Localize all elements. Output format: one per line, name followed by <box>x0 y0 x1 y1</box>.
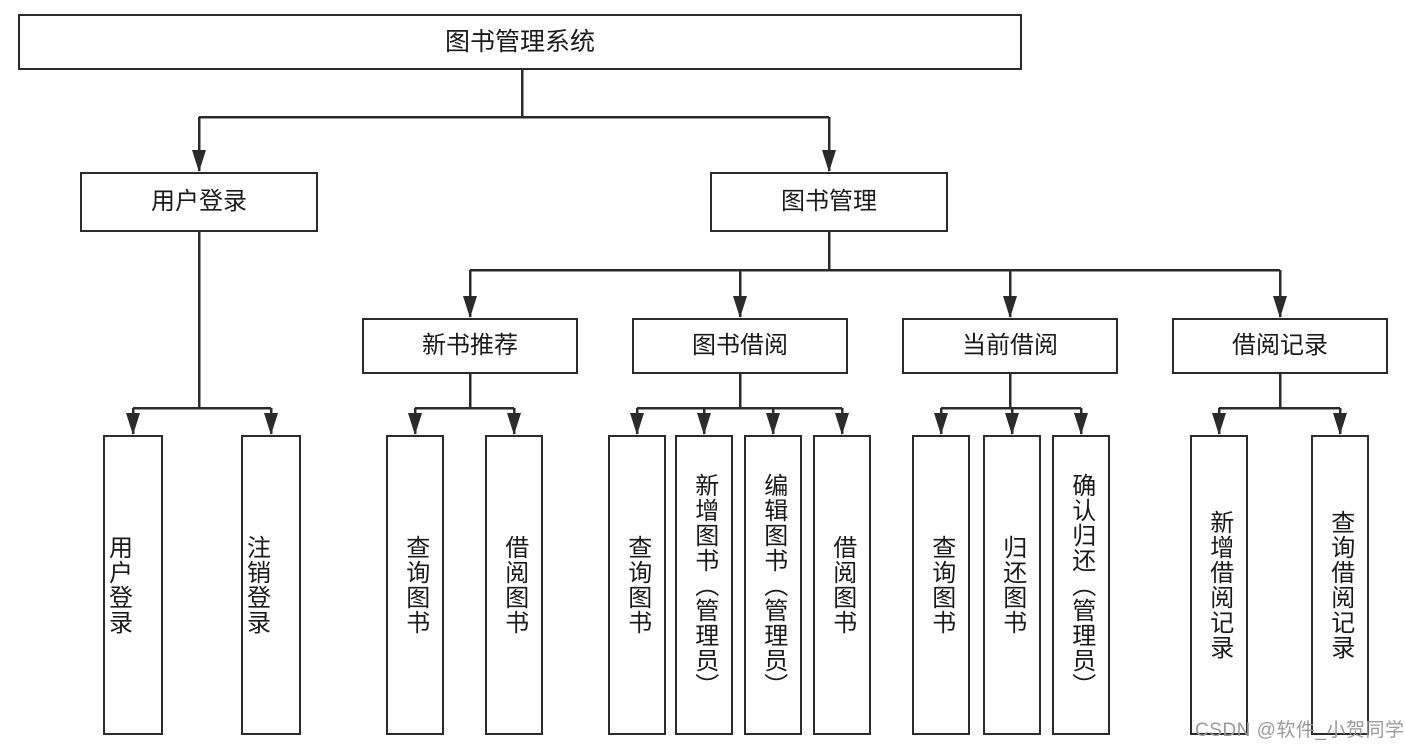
node-leaf-query-book-2[interactable]: 查询图书 <box>608 435 666 735</box>
node-label: 借阅图书 <box>828 535 856 635</box>
node-root[interactable]: 图书管理系统 <box>18 14 1022 70</box>
node-label: 注销登录 <box>242 535 270 635</box>
node-leaf-query-book-3[interactable]: 查询图书 <box>912 435 970 735</box>
node-current-borrow[interactable]: 当前借阅 <box>902 318 1118 374</box>
node-book-borrow[interactable]: 图书借阅 <box>632 318 848 374</box>
node-leaf-edit-book[interactable]: 编辑图书（管理员） <box>744 435 802 735</box>
node-leaf-add-book[interactable]: 新增图书（管理员） <box>675 435 733 735</box>
node-user-login[interactable]: 用户登录 <box>80 172 318 232</box>
node-leaf-borrow-book-1[interactable]: 借阅图书 <box>485 435 543 735</box>
node-book-manage[interactable]: 图书管理 <box>710 172 948 232</box>
node-leaf-add-record[interactable]: 新增借阅记录 <box>1190 435 1248 735</box>
node-new-book-recommend[interactable]: 新书推荐 <box>362 318 578 374</box>
node-label: 借阅记录 <box>1232 332 1328 360</box>
node-label: 新增借阅记录 <box>1205 510 1233 660</box>
node-leaf-borrow-book-2[interactable]: 借阅图书 <box>813 435 871 735</box>
node-label: 归还图书 <box>998 535 1026 635</box>
node-label: 用户登录 <box>151 188 247 216</box>
node-label: 图书管理系统 <box>444 27 595 56</box>
node-label: 确认归还（管理员） <box>1067 472 1095 698</box>
node-label: 查询借阅记录 <box>1326 510 1354 660</box>
node-leaf-query-book-1[interactable]: 查询图书 <box>386 435 444 735</box>
node-label: 图书借阅 <box>692 332 788 360</box>
node-borrow-records[interactable]: 借阅记录 <box>1172 318 1388 374</box>
node-label: 图书管理 <box>781 188 877 216</box>
node-label: 借阅图书 <box>500 535 528 635</box>
node-leaf-return-book[interactable]: 归还图书 <box>983 435 1041 735</box>
node-label: 新书推荐 <box>422 332 518 360</box>
node-label: 查询图书 <box>927 535 955 635</box>
node-label: 查询图书 <box>623 535 651 635</box>
node-leaf-confirm-return[interactable]: 确认归还（管理员） <box>1052 435 1110 735</box>
node-leaf-query-record[interactable]: 查询借阅记录 <box>1311 435 1369 735</box>
node-label: 编辑图书（管理员） <box>759 472 787 698</box>
node-label: 查询图书 <box>401 535 429 635</box>
node-leaf-logout[interactable]: 注销登录 <box>241 435 301 735</box>
node-label: 当前借阅 <box>962 332 1058 360</box>
node-label: 用户登录 <box>104 535 132 635</box>
node-label: 新增图书（管理员） <box>690 472 718 698</box>
node-leaf-user-login[interactable]: 用户登录 <box>103 435 163 735</box>
